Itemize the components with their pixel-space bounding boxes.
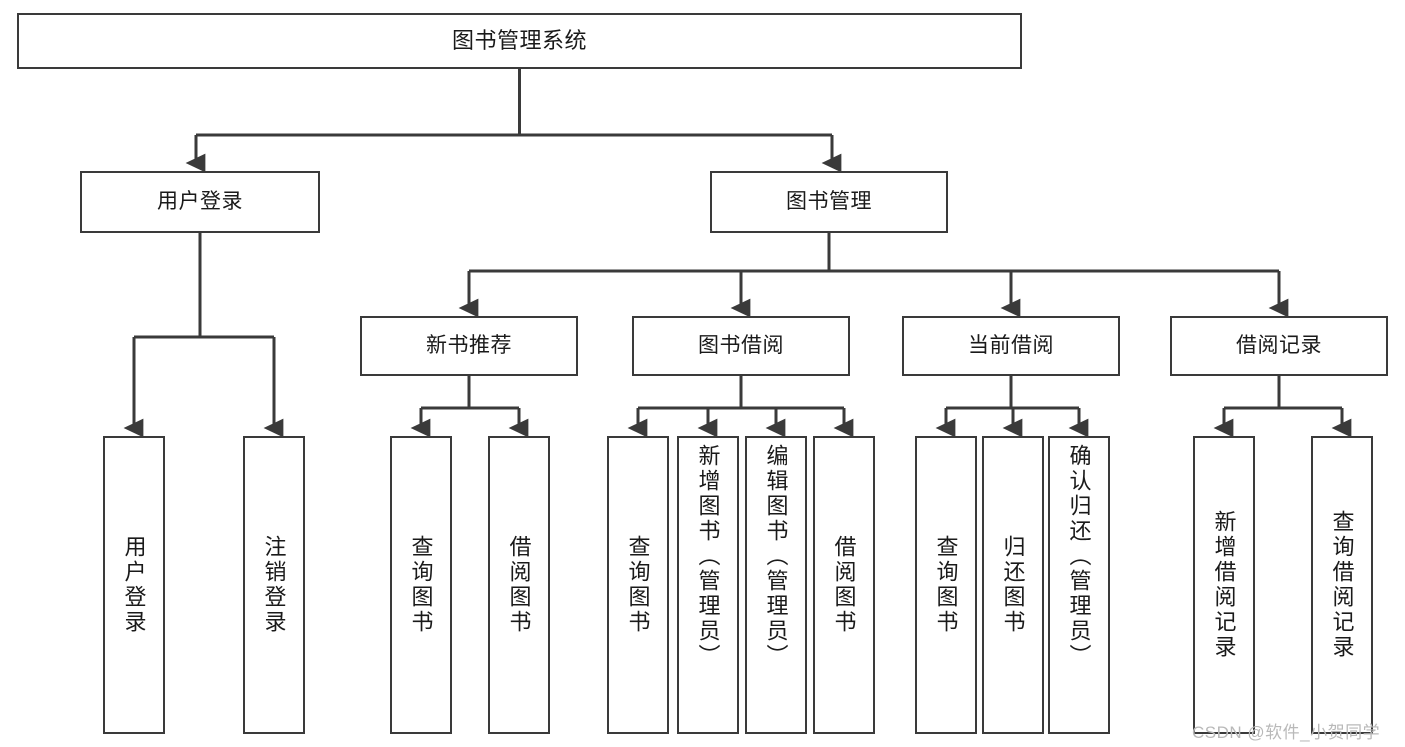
node-leaf-confirm-return-admin-label: 确认归还（管理员） — [1066, 444, 1092, 669]
node-user-login[interactable]: 用户登录 — [80, 171, 320, 233]
node-leaf-user-login-label: 用户登录 — [121, 535, 147, 635]
node-book-management[interactable]: 图书管理 — [710, 171, 948, 233]
node-leaf-query-book-new[interactable]: 查询图书 — [390, 436, 452, 734]
node-root[interactable]: 图书管理系统 — [17, 13, 1022, 69]
csdn-watermark: CSDN @软件_小贺同学 — [1192, 723, 1381, 742]
node-leaf-logout[interactable]: 注销登录 — [243, 436, 305, 734]
node-leaf-query-borrow-record[interactable]: 查询借阅记录 — [1311, 436, 1373, 734]
node-leaf-borrow-book-label: 借阅图书 — [831, 535, 857, 635]
node-current-borrow-label: 当前借阅 — [968, 333, 1054, 357]
node-leaf-query-book-borrow[interactable]: 查询图书 — [607, 436, 669, 734]
node-leaf-logout-label: 注销登录 — [261, 535, 287, 635]
node-leaf-return-book-label: 归还图书 — [1000, 535, 1026, 635]
node-new-book-recommend[interactable]: 新书推荐 — [360, 316, 578, 376]
node-leaf-borrow-book-new-label: 借阅图书 — [506, 535, 532, 635]
node-leaf-query-book-current-label: 查询图书 — [933, 535, 959, 635]
node-leaf-confirm-return-admin[interactable]: 确认归还（管理员） — [1048, 436, 1110, 734]
node-leaf-user-login[interactable]: 用户登录 — [103, 436, 165, 734]
node-leaf-query-borrow-record-label: 查询借阅记录 — [1329, 510, 1355, 660]
node-borrow-records[interactable]: 借阅记录 — [1170, 316, 1388, 376]
node-leaf-query-book-borrow-label: 查询图书 — [625, 535, 651, 635]
node-borrow-records-label: 借阅记录 — [1236, 333, 1322, 357]
node-new-book-recommend-label: 新书推荐 — [426, 333, 512, 357]
node-leaf-return-book[interactable]: 归还图书 — [982, 436, 1044, 734]
node-leaf-add-borrow-record[interactable]: 新增借阅记录 — [1193, 436, 1255, 734]
node-leaf-edit-book-admin-label: 编辑图书（管理员） — [763, 444, 789, 669]
node-root-label: 图书管理系统 — [451, 28, 587, 54]
node-book-borrow-label: 图书借阅 — [698, 333, 784, 357]
node-leaf-add-borrow-record-label: 新增借阅记录 — [1211, 510, 1237, 660]
node-leaf-add-book-admin-label: 新增图书（管理员） — [695, 444, 721, 669]
node-leaf-query-book-current[interactable]: 查询图书 — [915, 436, 977, 734]
node-book-management-label: 图书管理 — [786, 189, 872, 213]
node-leaf-borrow-book[interactable]: 借阅图书 — [813, 436, 875, 734]
node-current-borrow[interactable]: 当前借阅 — [902, 316, 1120, 376]
node-leaf-edit-book-admin[interactable]: 编辑图书（管理员） — [745, 436, 807, 734]
node-book-borrow[interactable]: 图书借阅 — [632, 316, 850, 376]
node-leaf-add-book-admin[interactable]: 新增图书（管理员） — [677, 436, 739, 734]
node-user-login-label: 用户登录 — [157, 189, 243, 213]
node-leaf-query-book-new-label: 查询图书 — [408, 535, 434, 635]
node-leaf-borrow-book-new[interactable]: 借阅图书 — [488, 436, 550, 734]
